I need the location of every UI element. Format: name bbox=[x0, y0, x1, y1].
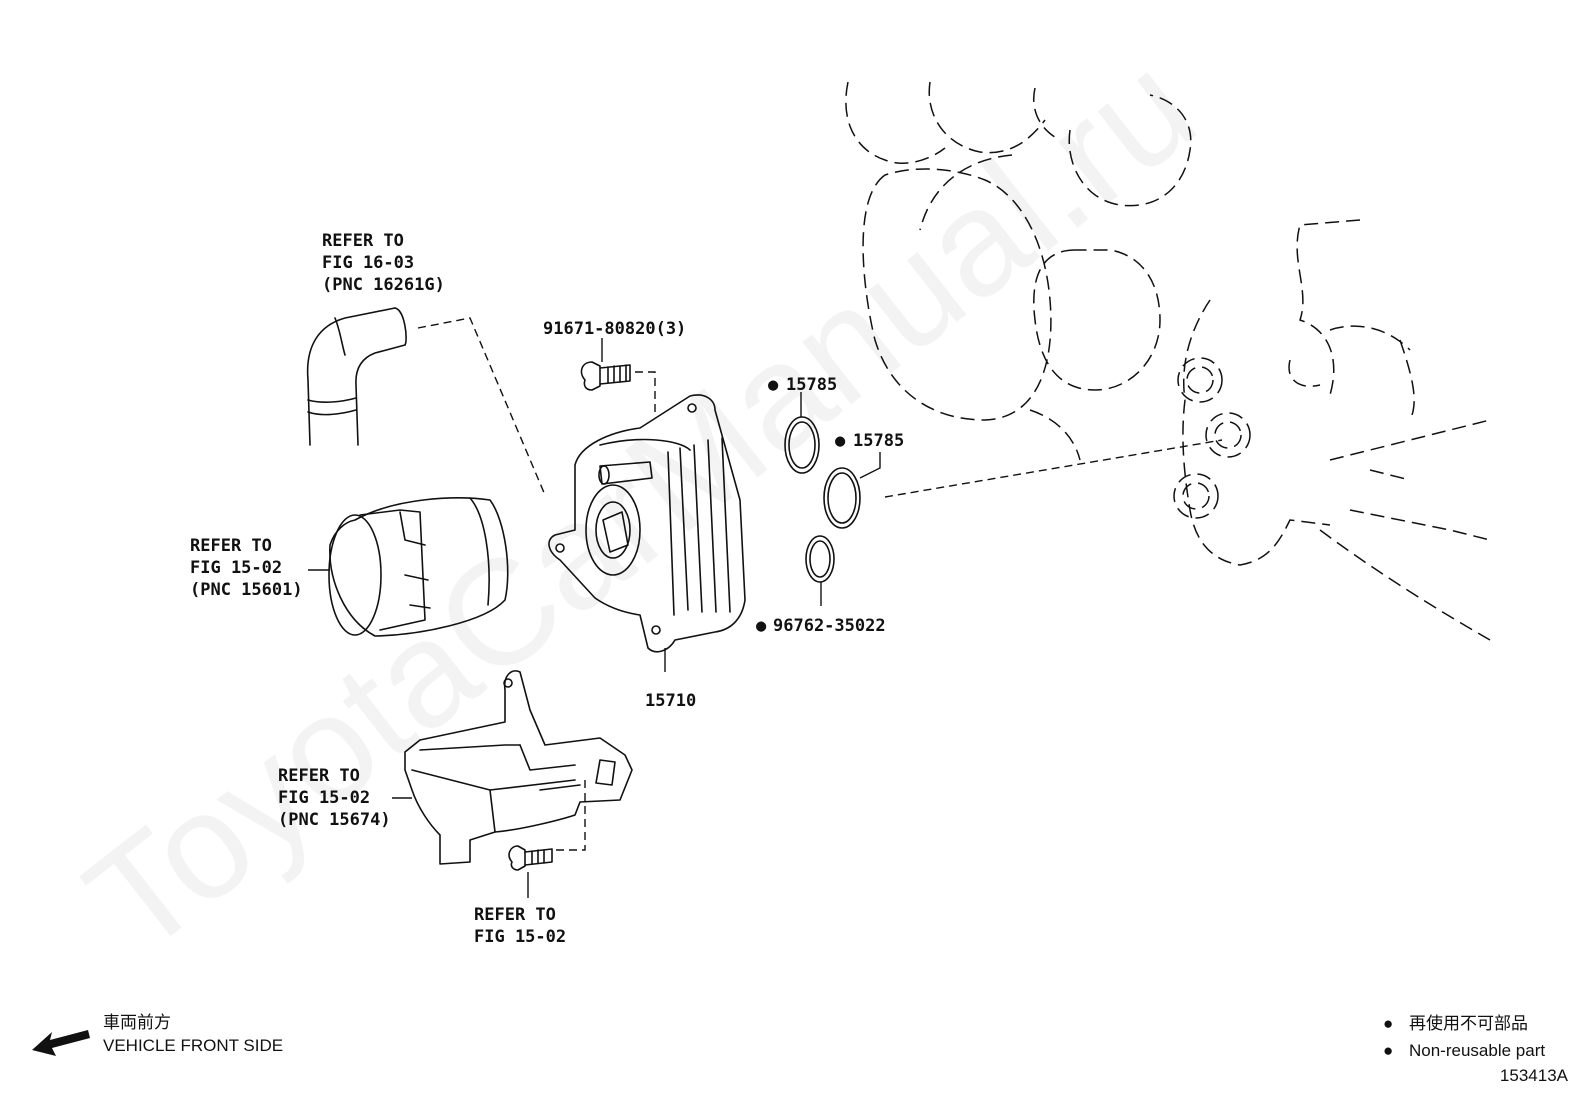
oring-b-marker: ● bbox=[835, 431, 846, 451]
front-indicator-jp: 車両前方 bbox=[103, 1013, 171, 1032]
figure-id: 153413A bbox=[1500, 1066, 1569, 1085]
watermark-text: ToyotaCarManual.ru bbox=[56, 21, 1224, 985]
o-ring-lower bbox=[805, 535, 835, 583]
oring-a-marker: ● bbox=[768, 375, 779, 395]
bolt-ref-line1: REFER TO bbox=[474, 905, 556, 925]
oring-c-marker: ● bbox=[756, 616, 767, 636]
bracket-dashline bbox=[555, 780, 586, 851]
hose-ref-line2: FIG 16-03 bbox=[322, 253, 414, 273]
filter-ref-line3: (PNC 15601) bbox=[190, 580, 303, 600]
legend-marker-2: ● bbox=[1383, 1041, 1393, 1060]
oil-hose bbox=[306, 307, 407, 446]
bolt-3-label: 91671-80820(3) bbox=[543, 319, 686, 339]
engine-block-outline bbox=[845, 81, 1491, 641]
bolt-3-dashline bbox=[635, 371, 656, 415]
cooler-bolt bbox=[580, 361, 631, 391]
front-direction-arrow-icon bbox=[32, 1030, 90, 1056]
bracket-ref-line3: (PNC 15674) bbox=[278, 810, 391, 830]
hose-leader bbox=[417, 317, 546, 496]
front-indicator-en: VEHICLE FRONT SIDE bbox=[103, 1036, 283, 1055]
bracket-ref-line2: FIG 15-02 bbox=[278, 788, 370, 808]
oring-b-label: 15785 bbox=[853, 431, 904, 451]
hose-ref-line1: REFER TO bbox=[322, 231, 404, 251]
cooler-label: 15710 bbox=[645, 691, 696, 711]
bolt-ref-line2: FIG 15-02 bbox=[474, 927, 566, 947]
legend-jp: 再使用不可部品 bbox=[1409, 1013, 1528, 1033]
legend-en: Non-reusable part bbox=[1409, 1041, 1545, 1060]
oring-c-label: 96762-35022 bbox=[773, 616, 886, 636]
filter-ref-line1: REFER TO bbox=[190, 536, 272, 556]
oil-filter-bracket bbox=[404, 670, 633, 865]
oring-a-label: 15785 bbox=[786, 375, 837, 395]
oil-filter bbox=[328, 497, 509, 637]
hose-ref-line3: (PNC 16261G) bbox=[322, 275, 445, 295]
o-ring-upper bbox=[784, 416, 820, 474]
oring-b-leader bbox=[859, 452, 881, 479]
o-ring-middle bbox=[823, 467, 861, 529]
bracket-bolt bbox=[508, 845, 553, 871]
oil-cooler bbox=[548, 394, 746, 653]
legend-marker-1: ● bbox=[1383, 1014, 1393, 1033]
bracket-ref-line1: REFER TO bbox=[278, 766, 360, 786]
cooler-to-block-dashline bbox=[884, 439, 1223, 498]
filter-ref-line2: FIG 15-02 bbox=[190, 558, 282, 578]
